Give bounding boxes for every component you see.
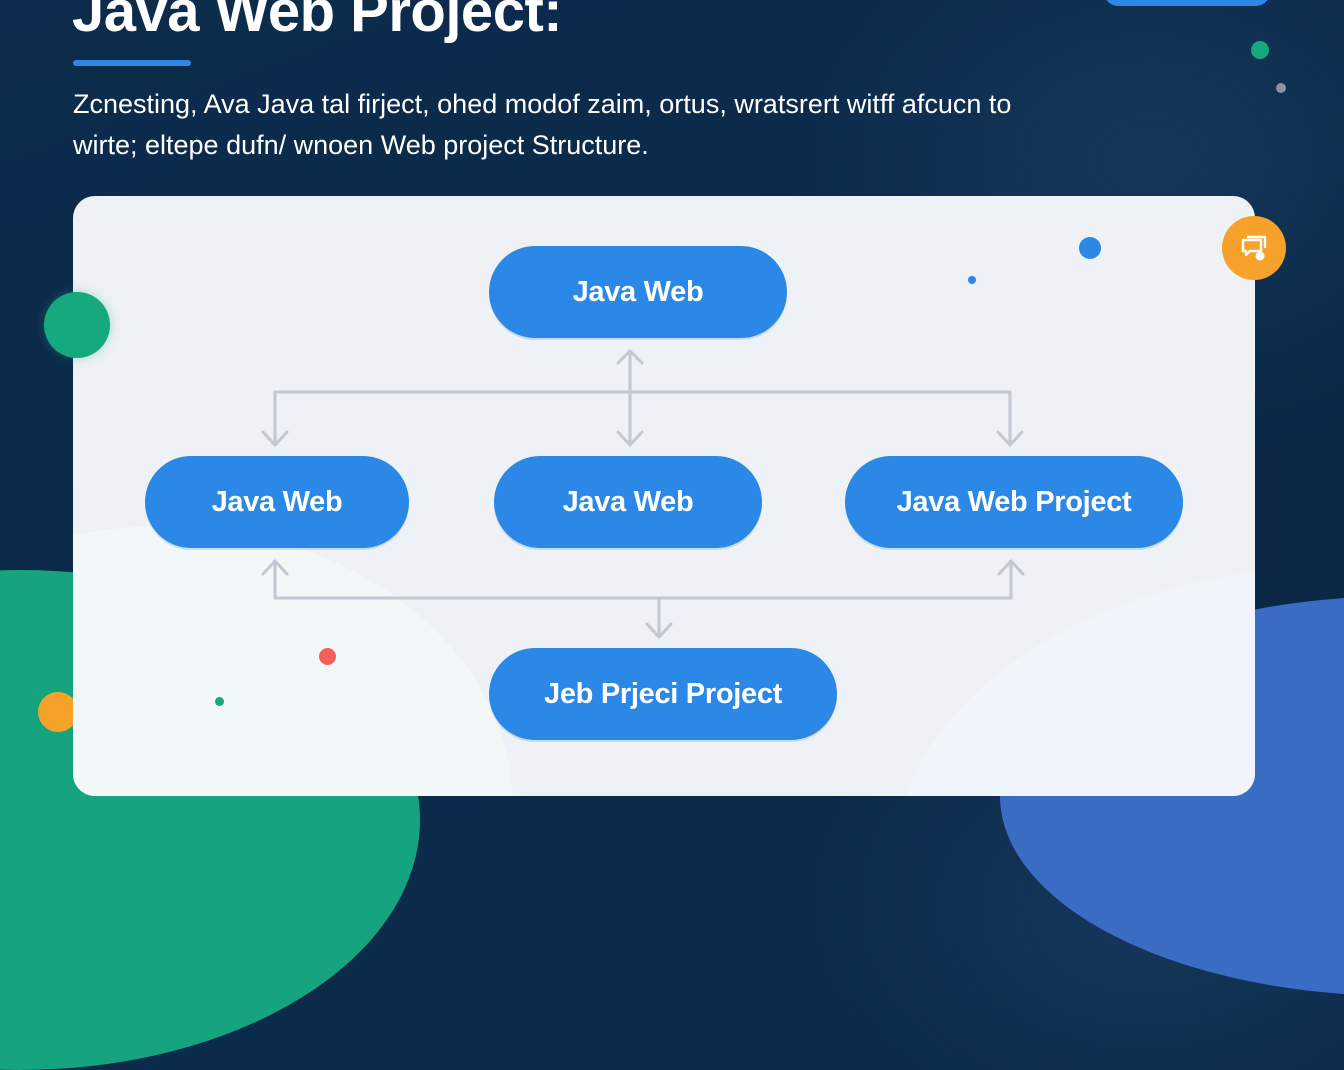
node-bottom[interactable]: Jeb Prjeci Project xyxy=(489,648,837,740)
green-dot-small xyxy=(215,697,224,706)
chat-bubbles-glyph xyxy=(1241,235,1267,261)
green-circle-left xyxy=(44,292,110,358)
connector-lines xyxy=(261,349,1025,639)
subtitle-line-2: wirte; eltepe dufn/ wnoen Web project St… xyxy=(73,130,649,160)
chat-bubbles-icon[interactable] xyxy=(1222,216,1286,280)
diagram-card: Java Web Java Web Java Web Java Web Proj… xyxy=(73,196,1255,796)
red-dot xyxy=(319,648,336,665)
subtitle-line-1: Zcnesting, Ava Java tal firject, ohed mo… xyxy=(73,89,1012,119)
top-blue-button[interactable] xyxy=(1104,0,1270,6)
page-title: Java Web Project: xyxy=(72,0,563,44)
gray-dot-top-right xyxy=(1276,83,1286,93)
node-root[interactable]: Java Web xyxy=(489,246,787,338)
node-left[interactable]: Java Web xyxy=(145,456,409,548)
node-right[interactable]: Java Web Project xyxy=(845,456,1183,548)
title-underline xyxy=(73,60,191,66)
blue-dot-large xyxy=(1079,237,1101,259)
blue-dot-small xyxy=(968,276,976,284)
teal-dot-top-right xyxy=(1251,41,1269,59)
node-center[interactable]: Java Web xyxy=(494,456,762,548)
orange-dot-bottom-left xyxy=(38,692,78,732)
subtitle: Zcnesting, Ava Java tal firject, ohed mo… xyxy=(73,84,1233,166)
